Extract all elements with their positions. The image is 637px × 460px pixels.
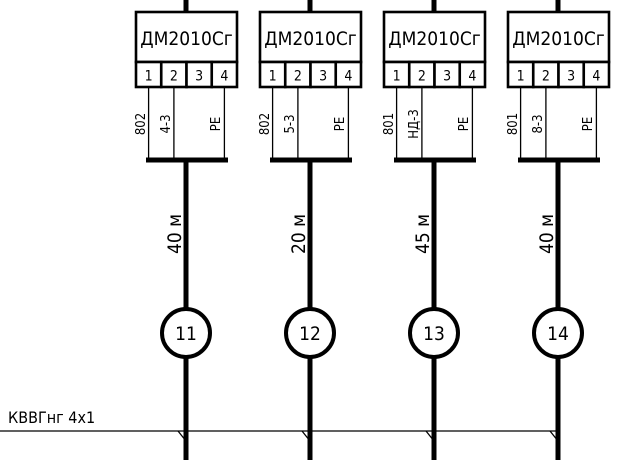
wire-4-label: PE <box>209 117 224 131</box>
cable-tick <box>549 430 559 442</box>
node-circle <box>408 307 460 359</box>
wire-2-label: 4-3 <box>159 114 174 133</box>
terminal-2-label: 2 <box>418 69 426 85</box>
wire-4-label: PE <box>581 117 596 131</box>
terminal-1-label: 1 <box>393 69 401 85</box>
cable-tick <box>425 430 435 442</box>
node-circle <box>284 307 336 359</box>
wire-1-label: 801 <box>382 113 397 135</box>
node-number: 12 <box>299 323 321 345</box>
device-box <box>134 10 239 64</box>
terminal-2-label: 2 <box>170 69 178 85</box>
terminal-3-label: 3 <box>195 69 203 85</box>
wire-1-label: 801 <box>506 113 521 135</box>
terminal-box-3 <box>185 60 214 89</box>
device-column-0: ДМ2010Сг 1 2 3 4 802 4-3 PE 40 м 11 <box>134 0 239 460</box>
wire-4-label: PE <box>457 117 472 131</box>
wire-1-label: 802 <box>258 113 273 135</box>
device-column-1: ДМ2010Сг 1 2 3 4 802 5-3 PE 20 м 12 <box>258 0 363 460</box>
node-number: 14 <box>547 323 569 345</box>
cable-tick <box>177 430 187 442</box>
device-box <box>382 10 487 64</box>
terminal-3-label: 3 <box>567 69 575 85</box>
node-circle <box>532 307 584 359</box>
terminal-3-label: 3 <box>443 69 451 85</box>
node-number: 11 <box>175 323 197 345</box>
terminal-2-label: 2 <box>542 69 550 85</box>
terminal-1-label: 1 <box>517 69 525 85</box>
cable-tick <box>301 430 311 442</box>
terminal-1-label: 1 <box>269 69 277 85</box>
terminal-1-label: 1 <box>145 69 153 85</box>
terminal-3-label: 3 <box>319 69 327 85</box>
device-label: ДМ2010Сг <box>264 28 357 50</box>
cable-length: 40 м <box>536 214 558 254</box>
terminal-4-label: 4 <box>344 69 352 85</box>
wire-2-label: 8-3 <box>531 114 546 133</box>
cable-length: 40 м <box>164 214 186 254</box>
terminal-4-label: 4 <box>592 69 600 85</box>
terminal-box-3 <box>309 60 338 89</box>
device-column-2: ДМ2010Сг 1 2 3 4 801 НД-3 PE 45 м 13 <box>382 0 487 460</box>
wire-4-label: PE <box>333 117 348 131</box>
cable-label: КВВГнг 4х1 <box>8 408 95 427</box>
terminal-4-label: 4 <box>220 69 228 85</box>
wire-1-label: 802 <box>134 113 149 135</box>
device-box <box>506 10 611 64</box>
wire-2-label: 5-3 <box>283 114 298 133</box>
wire-2-label: НД-3 <box>407 109 422 139</box>
terminal-2-label: 2 <box>294 69 302 85</box>
cable-length: 45 м <box>412 214 434 254</box>
node-number: 13 <box>423 323 445 345</box>
device-column-3: ДМ2010Сг 1 2 3 4 801 8-3 PE 40 м 14 <box>506 0 611 460</box>
terminal-box-1 <box>506 60 535 89</box>
node-circle <box>160 307 212 359</box>
terminal-box-2 <box>531 60 560 89</box>
terminal-box-4 <box>334 60 363 89</box>
terminal-4-label: 4 <box>468 69 476 85</box>
cable-length: 20 м <box>288 214 310 254</box>
device-label: ДМ2010Сг <box>140 28 233 50</box>
device-label: ДМ2010Сг <box>388 28 481 50</box>
device-label: ДМ2010Сг <box>512 28 605 50</box>
